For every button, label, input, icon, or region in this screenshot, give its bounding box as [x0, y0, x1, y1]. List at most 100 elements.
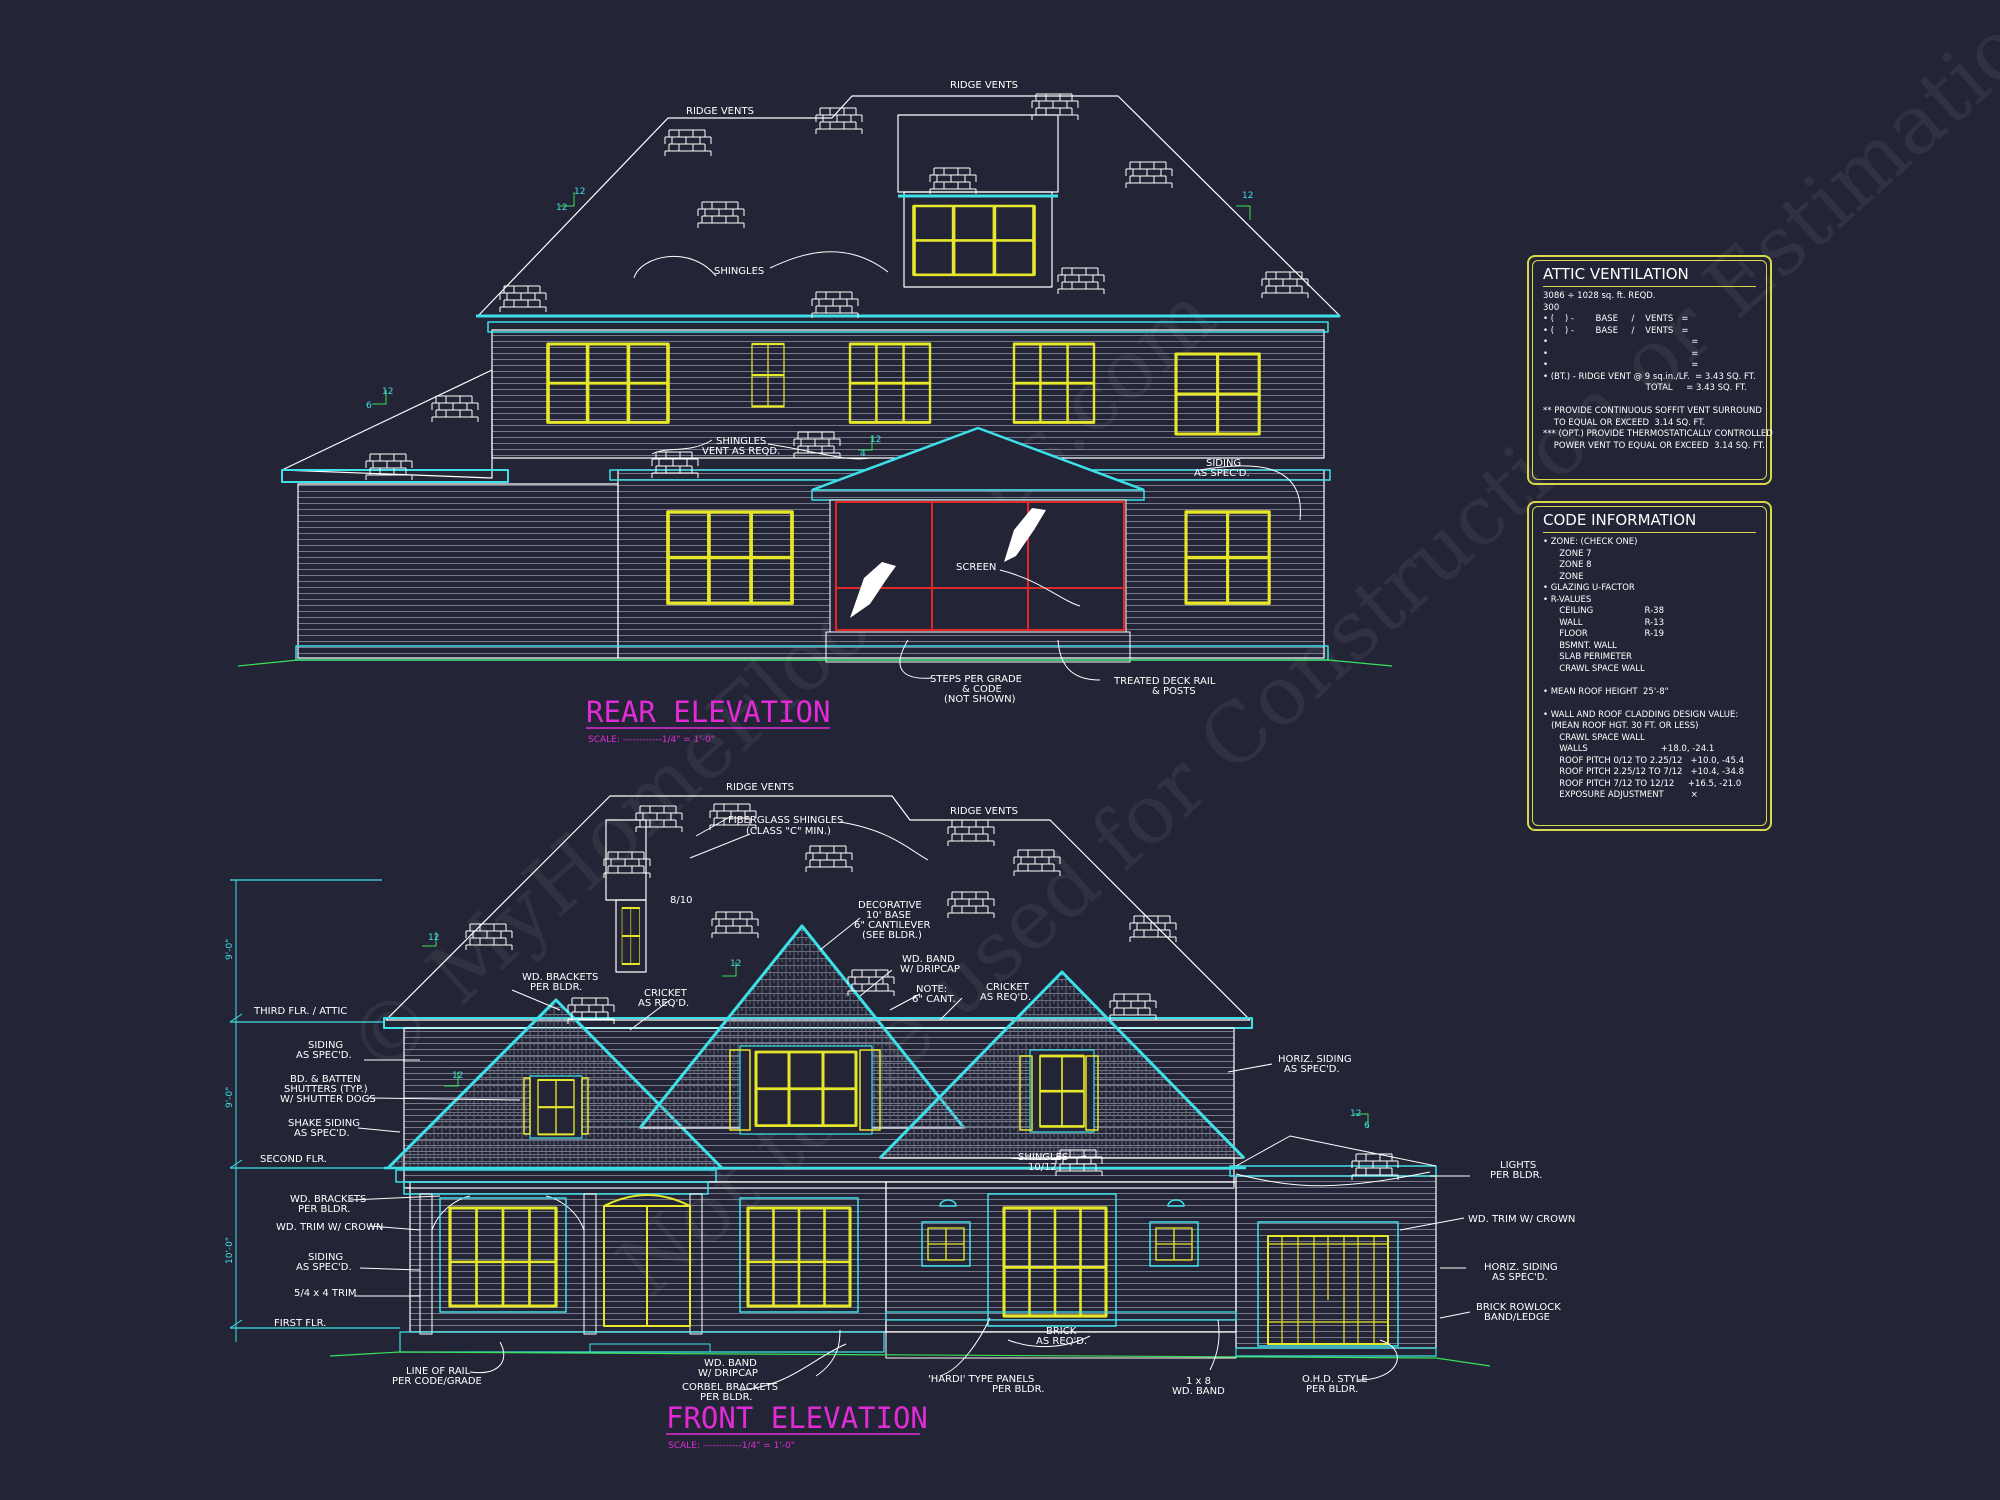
front-shake-siding-2: AS SPEC'D. — [294, 1128, 350, 1139]
front-cricket-left-2: AS REQ'D. — [638, 998, 689, 1009]
rear-elevation-title: REAR ELEVATION — [586, 695, 830, 729]
code-line: ROOF PITCH 0/12 TO 2.25/12 +10.0, -45.4 — [1543, 755, 1744, 766]
code-line: • MEAN ROOF HEIGHT 25'-8" — [1543, 686, 1669, 697]
rear-steps-label-2: & CODE — [962, 684, 1002, 695]
rear-steps-label-1: STEPS PER GRADE — [930, 674, 1022, 685]
code-line: SLAB PERIMETER — [1543, 652, 1632, 662]
front-wd-trim-crown: WD. TRIM W/ CROWN — [276, 1222, 383, 1233]
code-line: WALL R-13 — [1543, 617, 1665, 628]
front-hardi-2: PER BLDR. — [992, 1384, 1044, 1395]
front-trim-54: 5/4 x 4 TRIM — [294, 1288, 357, 1299]
front-corbel-2: PER BLDR. — [700, 1392, 752, 1403]
attic-line: • = — [1543, 337, 1699, 347]
code-line: • R-VALUES — [1543, 594, 1592, 605]
code-line: CRAWL SPACE WALL — [1543, 663, 1645, 674]
dim-third-level: 9'-0" — [225, 939, 235, 960]
code-line: ROOF PITCH 2.25/12 TO 7/12 +10.4, -34.8 — [1543, 767, 1744, 777]
front-cricket-right-1: CRICKET — [986, 982, 1030, 993]
front-cricket-right-2: AS REQ'D. — [980, 992, 1031, 1003]
rear-siding-label-2: AS SPEC'D. — [1194, 468, 1250, 479]
code-line: • GLAZING U-FACTOR — [1543, 583, 1635, 593]
front-horiz-siding-b2: AS SPEC'D. — [1492, 1272, 1548, 1283]
front-pitch-4: 12 — [1350, 1109, 1361, 1119]
attic-line: • = — [1543, 360, 1699, 370]
rear-deck-label-2: & POSTS — [1152, 686, 1196, 697]
code-line: WALLS +18.0, -24.1 — [1543, 744, 1715, 754]
attic-ventilation-lines: 3086 ÷ 1028 sq. ft. REQD.300• ( ) - BASE… — [1543, 291, 1773, 452]
code-line: • WALL AND ROOF CLADDING DESIGN VALUE: — [1543, 709, 1739, 720]
front-brick-2: AS REQ'D. — [1036, 1336, 1087, 1347]
front-pitch-2: 12 — [730, 959, 741, 969]
front-siding-b1: SIDING — [308, 1252, 343, 1263]
rear-ridge-vents-left: RIDGE VENTS — [686, 106, 754, 117]
dim-first-level: 10'-0" — [225, 1237, 235, 1264]
rear-pitch-3: 12 — [1242, 191, 1253, 201]
code-line: ROOF PITCH 7/12 TO 12/12 +16.5, -21.0 — [1543, 778, 1742, 789]
rear-shingles-label: SHINGLES — [714, 266, 764, 277]
front-wd-brackets-2: PER BLDR. — [530, 982, 582, 993]
front-siding-b2: AS SPEC'D. — [296, 1262, 352, 1273]
front-fiberglass-label-2: (CLASS "C" MIN.) — [746, 826, 831, 837]
front-wd-band-label-2: W/ DRIPCAP — [900, 964, 960, 975]
rear-screen-label: SCREEN — [956, 562, 996, 573]
front-pitch-1: 12 — [428, 933, 439, 943]
code-line: ZONE 7 — [1543, 548, 1592, 559]
front-wd-band-b2: W/ DRIPCAP — [698, 1368, 758, 1379]
attic-line: TO EQUAL OR EXCEED 3.14 SQ. FT. — [1543, 417, 1706, 428]
rear-pitch-5: 12 — [382, 387, 393, 397]
front-corbel-1: CORBEL BRACKETS — [682, 1382, 778, 1393]
rear-ridge-vents-top: RIDGE VENTS — [950, 80, 1018, 91]
front-wd-band-label-1: WD. BAND — [902, 954, 955, 965]
code-line: EXPOSURE ADJUSTMENT × — [1543, 790, 1698, 800]
attic-line: *** (OPT.) PROVIDE THERMOSTATICALLY CONT… — [1543, 429, 1773, 439]
front-wd-brackets-b1: WD. BRACKETS — [290, 1194, 366, 1205]
front-decorative-label-3: 6" CANTILEVER — [854, 920, 931, 931]
front-wd-trim-crown-right: WD. TRIM W/ CROWN — [1468, 1214, 1575, 1225]
attic-line: 300 — [1543, 302, 1560, 313]
attic-line: TOTAL = 3.43 SQ. FT. — [1543, 383, 1747, 393]
front-shingles-1: SHINGLES — [1018, 1152, 1068, 1163]
rear-pitch-7: 12 — [870, 435, 881, 445]
front-horiz-siding-2: AS SPEC'D. — [1284, 1064, 1340, 1075]
front-line-rail-1: LINE OF RAIL — [406, 1366, 471, 1377]
code-line: ZONE — [1543, 571, 1584, 582]
front-siding-label-1: SIDING — [308, 1040, 343, 1051]
front-pitch-3: 12 — [452, 1071, 463, 1081]
code-information-panel: CODE INFORMATION • ZONE: (CHECK ONE) ZON… — [1527, 501, 1772, 831]
level-second-floor: SECOND FLR. — [260, 1154, 327, 1165]
front-hardi-1: 'HARDI' TYPE PANELS — [928, 1374, 1034, 1385]
code-line: CRAWL SPACE WALL — [1543, 732, 1645, 743]
code-line — [1543, 675, 1756, 687]
attic-line: 3086 ÷ 1028 sq. ft. REQD. — [1543, 291, 1656, 301]
rear-shingles-vent-label-1: SHINGLES — [716, 436, 766, 447]
front-shingles-2: 10/12 — [1028, 1162, 1057, 1173]
front-decorative-label-2: 10' BASE — [866, 910, 911, 921]
front-lights-2: PER BLDR. — [1490, 1170, 1542, 1181]
front-wd-band-b1: WD. BAND — [704, 1358, 757, 1369]
front-ohd-1: O.H.D. STYLE — [1302, 1374, 1368, 1385]
rear-elevation-scale: SCALE: ------------1/4" = 1'-0" — [588, 735, 715, 745]
code-line: FLOOR R-19 — [1543, 629, 1665, 639]
front-size-810: 8/10 — [670, 895, 692, 906]
rear-pitch-6: 4 — [860, 449, 866, 459]
front-ridge-vents-2: RIDGE VENTS — [950, 806, 1018, 817]
front-band-1x8-1: 1 x 8 — [1186, 1376, 1211, 1387]
attic-line: POWER VENT TO EQUAL OR EXCEED 3.14 SQ. F… — [1543, 440, 1765, 451]
rear-deck-label-1: TREATED DECK RAIL — [1113, 676, 1216, 687]
front-band-1x8-2: WD. BAND — [1172, 1386, 1225, 1397]
front-ridge-vents-1: RIDGE VENTS — [726, 782, 794, 793]
front-siding-label-2: AS SPEC'D. — [296, 1050, 352, 1061]
attic-line: • = — [1543, 348, 1699, 359]
code-line: BSMNT. WALL — [1543, 640, 1617, 651]
front-note-label-2: 6" CANT. — [912, 994, 956, 1005]
code-line — [1543, 698, 1756, 710]
attic-ventilation-title: ATTIC VENTILATION — [1543, 265, 1756, 287]
front-horiz-siding-b1: HORIZ. SIDING — [1484, 1262, 1558, 1273]
rear-shingles-vent-label-2: VENT AS REQD. — [702, 446, 780, 457]
attic-line: ** PROVIDE CONTINUOUS SOFFIT VENT SURROU… — [1543, 406, 1762, 416]
code-line: • ZONE: (CHECK ONE) — [1543, 537, 1638, 547]
rear-siding-label-1: SIDING — [1206, 458, 1241, 469]
front-bd-batten-3: W/ SHUTTER DOGS — [280, 1094, 376, 1105]
level-third-floor: THIRD FLR. / ATTIC — [253, 1006, 347, 1017]
level-first-floor: FIRST FLR. — [274, 1318, 326, 1329]
